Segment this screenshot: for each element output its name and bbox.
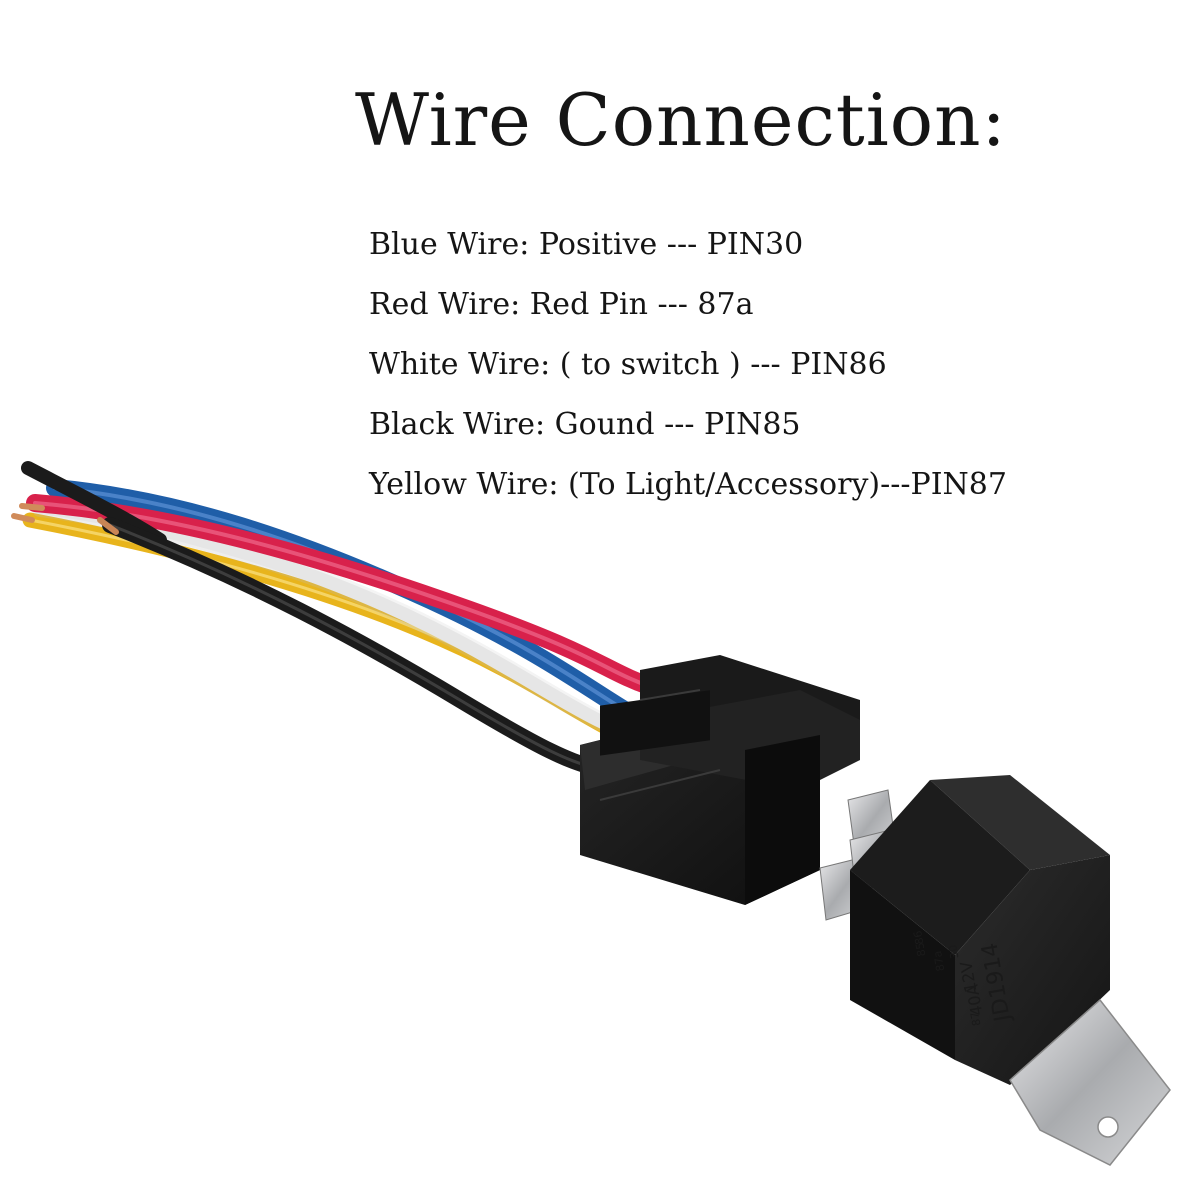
- relay-socket: [580, 655, 860, 905]
- relay-pin-label: 85: [913, 941, 928, 957]
- connection-list: Blue Wire: Positive --- PIN30 Red Wire: …: [369, 222, 1007, 522]
- mounting-hole: [1097, 1116, 1119, 1138]
- wire-tip: [97, 517, 119, 535]
- connection-blue-wire: Blue Wire: Positive --- PIN30: [369, 227, 804, 262]
- relay-pin-label: 87: [968, 1011, 983, 1027]
- mounting-bracket: [1009, 998, 1171, 1166]
- relay-pin-label: 87a: [931, 950, 947, 973]
- wire-tip: [11, 513, 35, 523]
- relay-body: [850, 775, 1110, 1085]
- connection-black-wire: Black Wire: Gound --- PIN85: [369, 407, 801, 442]
- wire-black: [21, 461, 608, 778]
- connection-white-wire: White Wire: ( to switch ) --- PIN86: [369, 347, 887, 382]
- connection-red-wire: Red Wire: Red Pin --- 87a: [369, 287, 754, 322]
- wire-red: [26, 494, 669, 699]
- wire-bundle: [11, 461, 669, 778]
- relay-pin-label: 86: [911, 930, 926, 946]
- wire-tip: [19, 503, 45, 511]
- connection-yellow-wire: Yellow Wire: (To Light/Accessory)---PIN8…: [369, 467, 1007, 502]
- relay-pin-label: 30: [946, 944, 961, 960]
- page-title: Wire Connection:: [355, 78, 1007, 162]
